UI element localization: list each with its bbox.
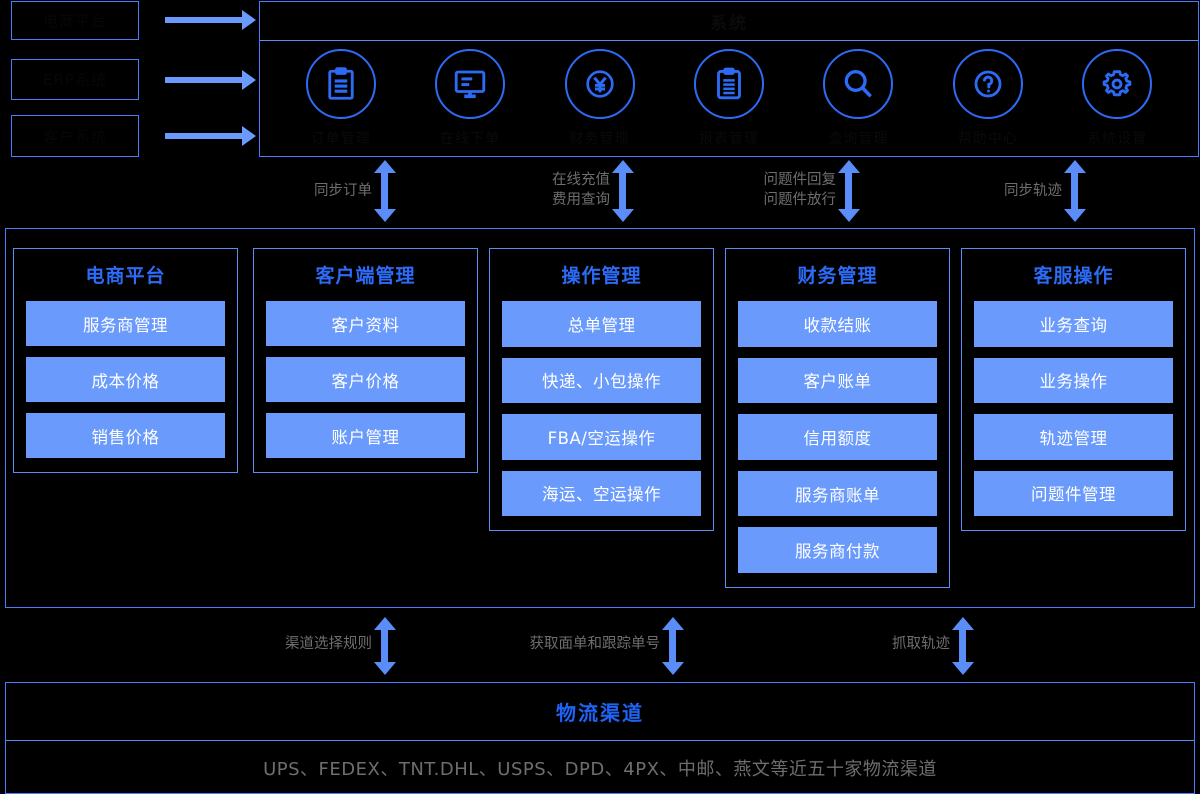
module-item-4-3[interactable]: 问题件管理: [974, 470, 1173, 516]
module-column-2: 操作管理 总单管理 快递、小包操作 FBA/空运操作 海运、空运操作: [489, 248, 714, 531]
upper-connector-line-3-0: 同步轨迹: [1004, 183, 1062, 199]
system-icon-label-4: 查询管理: [828, 131, 889, 147]
lower-connector-arrow-0: [373, 617, 396, 675]
source-box-2-label: ERP系统: [43, 71, 107, 89]
source-box-1[interactable]: 电商平台: [11, 1, 139, 40]
lower-connector-label-2: 抓取轨迹: [808, 634, 950, 654]
upper-connector-arrow-2: [837, 160, 860, 222]
system-icon-item-0[interactable]: 订单管理: [277, 49, 405, 148]
module-item-3-4[interactable]: 服务商付款: [738, 527, 937, 573]
channel-panel-title: 物流渠道: [6, 683, 1194, 741]
source-box-3-label: 客户系统: [42, 127, 107, 146]
upper-connector-label-2: 问题件回复 问题件放行: [686, 170, 837, 210]
lower-connector-label-1: 获取面单和跟踪单号: [490, 634, 661, 654]
module-item-3-1[interactable]: 客户账单: [738, 357, 937, 404]
system-icon-item-5[interactable]: 帮助中心: [924, 49, 1052, 148]
clipboard-list-icon: [693, 49, 764, 119]
upper-connector-arrow-1: [611, 160, 634, 222]
module-column-4-title: 客服操作: [1033, 265, 1114, 287]
source-arrow-2: [165, 70, 256, 90]
module-item-2-2[interactable]: FBA/空运操作: [502, 414, 701, 460]
module-item-1-2[interactable]: 账户管理: [266, 413, 465, 458]
upper-connector-line-2-1: 问题件放行: [763, 192, 837, 208]
upper-connector-arrow-3: [1063, 160, 1086, 222]
system-icon-label-0: 订单管理: [310, 131, 371, 147]
module-item-2-0[interactable]: 总单管理: [502, 301, 701, 347]
system-icon-item-3[interactable]: 报表管理: [665, 49, 793, 148]
source-box-2[interactable]: ERP系统: [11, 59, 139, 100]
upper-connector-line-1-0: 在线充值: [552, 172, 610, 188]
source-arrow-1: [165, 10, 256, 30]
source-box-3[interactable]: 客户系统: [11, 115, 139, 157]
system-icon-row: 订单管理 在线下单: [260, 41, 1198, 148]
module-item-0-1[interactable]: 成本价格: [26, 357, 225, 402]
module-column-1: 客户端管理 客户资料 客户价格 账户管理: [253, 248, 478, 473]
module-column-3-title: 财务管理: [797, 265, 878, 287]
system-icon-label-3: 报表管理: [698, 131, 759, 147]
upper-connector-arrow-0: [373, 160, 396, 222]
lower-connector-arrow-2: [951, 617, 974, 675]
upper-connector-label-0: 同步订单: [241, 181, 372, 201]
question-mark-icon: [952, 49, 1023, 119]
module-column-2-title: 操作管理: [561, 265, 642, 287]
upper-connector-label-3: 同步轨迹: [921, 181, 1062, 201]
gear-settings-icon: [1082, 49, 1153, 119]
module-item-3-2[interactable]: 信用额度: [738, 414, 937, 460]
yen-currency-icon: [564, 49, 635, 119]
lower-connector-label-0: 渠道选择规则: [230, 634, 372, 654]
module-column-3: 财务管理 收款结账 客户账单 信用额度 服务商账单 服务商付款: [725, 248, 950, 588]
system-panel-title: 系统: [260, 2, 1198, 41]
module-column-0-title: 电商平台: [85, 265, 166, 287]
upper-connector-line-2-0: 问题件回复: [763, 172, 837, 188]
lower-connector-line-1-0: 获取面单和跟踪单号: [529, 636, 661, 652]
source-arrow-3: [165, 126, 256, 146]
module-item-0-0[interactable]: 服务商管理: [26, 301, 225, 346]
system-icon-item-1[interactable]: 在线下单: [406, 49, 534, 148]
module-item-1-0[interactable]: 客户资料: [266, 301, 465, 346]
module-item-0-2[interactable]: 销售价格: [26, 413, 225, 458]
module-column-4: 客服操作 业务查询 业务操作 轨迹管理 问题件管理: [961, 248, 1186, 531]
module-item-4-2[interactable]: 轨迹管理: [974, 414, 1173, 460]
channel-panel: 物流渠道 UPS、FEDEX、TNT.DHL、USPS、DPD、4PX、中邮、燕…: [5, 682, 1195, 794]
system-icon-item-2[interactable]: 财务管理: [536, 49, 664, 148]
lower-connector-arrow-1: [661, 617, 684, 675]
upper-connector-line-0-0: 同步订单: [314, 183, 372, 199]
module-column-1-title: 客户端管理: [315, 265, 416, 287]
source-box-1-label: 电商平台: [42, 12, 107, 30]
system-icon-item-4[interactable]: 查询管理: [794, 49, 922, 148]
upper-connector-label-1: 在线充值 费用查询: [470, 170, 610, 210]
system-panel: 系统 订单管理: [259, 1, 1199, 157]
lower-connector-line-0-0: 渠道选择规则: [285, 636, 372, 652]
system-icon-label-2: 财务管理: [569, 131, 630, 147]
system-icon-label-5: 帮助中心: [957, 131, 1018, 147]
module-item-2-3[interactable]: 海运、空运操作: [502, 470, 701, 516]
system-icon-label-6: 系统设置: [1087, 131, 1148, 147]
module-item-3-0[interactable]: 收款结账: [738, 301, 937, 347]
lower-connector-line-2-0: 抓取轨迹: [892, 636, 950, 652]
module-item-4-0[interactable]: 业务查询: [974, 301, 1173, 347]
search-magnifier-icon: [823, 49, 894, 119]
module-column-0: 电商平台 服务商管理 成本价格 销售价格: [13, 248, 238, 473]
system-icon-label-1: 在线下单: [440, 131, 501, 147]
monitor-screen-icon: [435, 49, 506, 119]
module-item-4-1[interactable]: 业务操作: [974, 357, 1173, 403]
module-item-3-3[interactable]: 服务商账单: [738, 470, 937, 517]
upper-connector-line-1-1: 费用查询: [552, 192, 610, 208]
clipboard-document-icon: [305, 49, 376, 119]
module-item-1-1[interactable]: 客户价格: [266, 357, 465, 402]
channel-panel-list: UPS、FEDEX、TNT.DHL、USPS、DPD、4PX、中邮、燕文等近五十…: [263, 758, 937, 780]
system-icon-item-6[interactable]: 系统设置: [1053, 49, 1181, 148]
module-item-2-1[interactable]: 快递、小包操作: [502, 357, 701, 403]
